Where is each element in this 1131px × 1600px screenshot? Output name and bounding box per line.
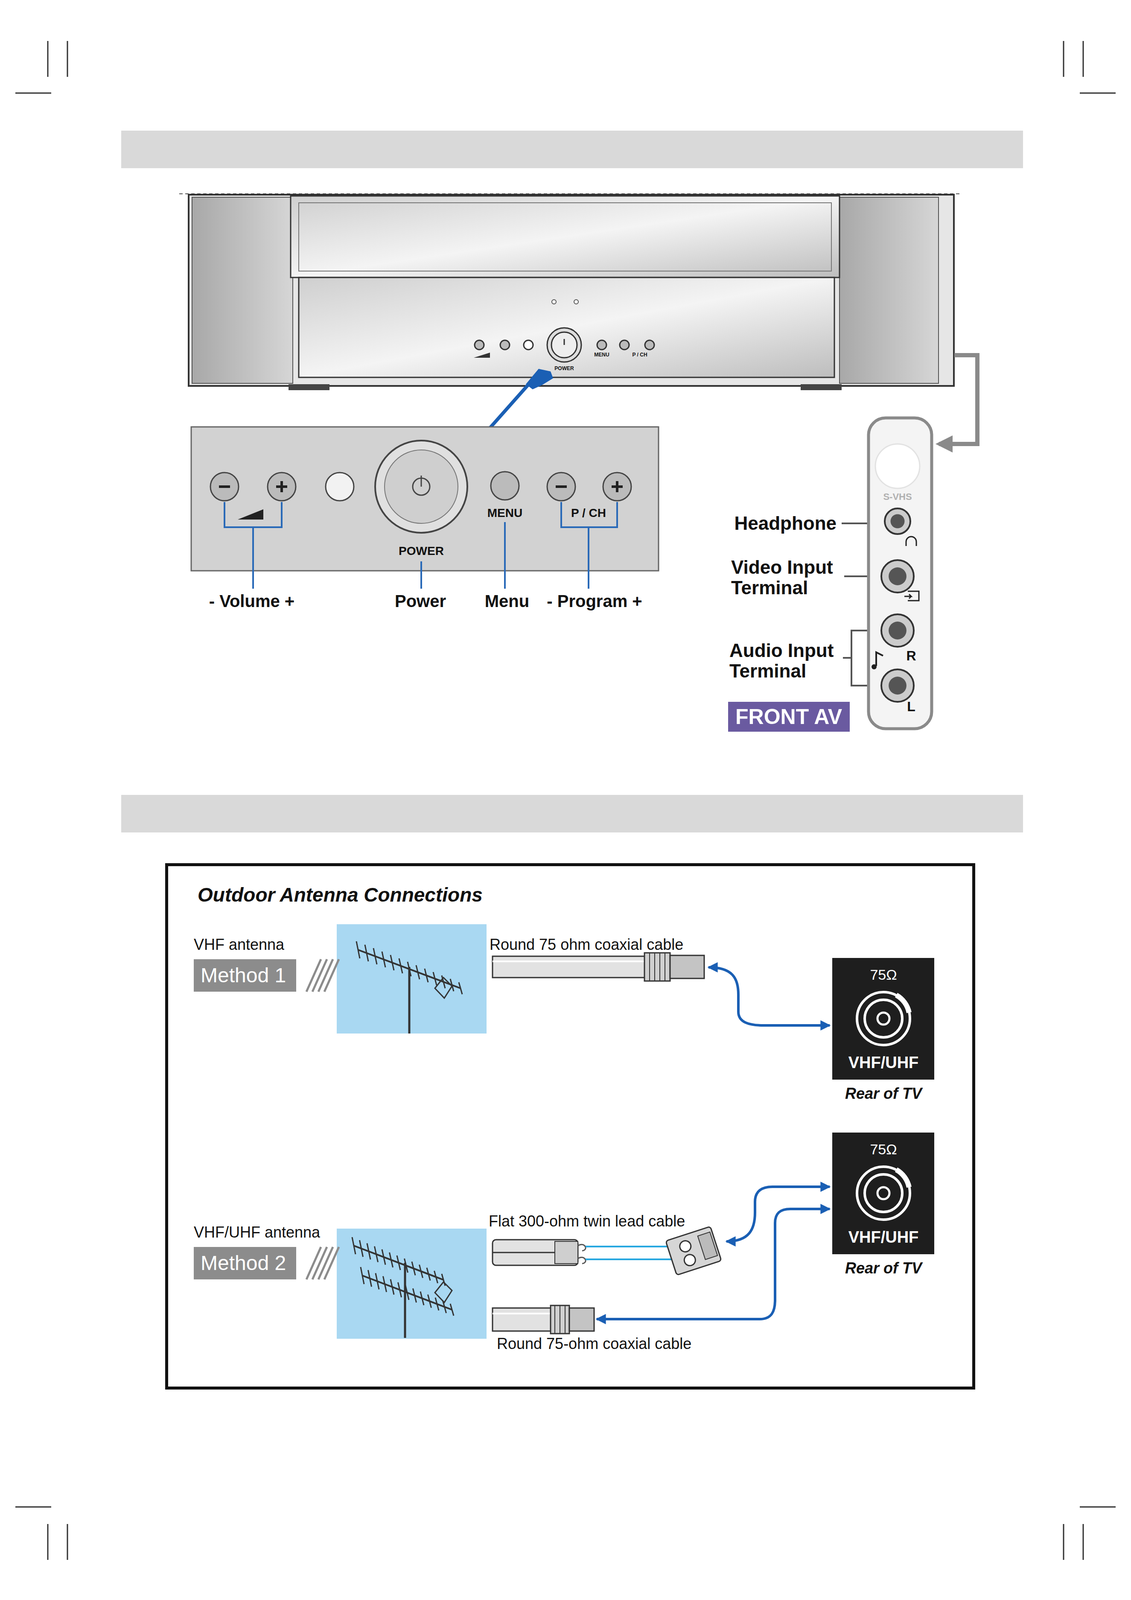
- cable-label: Round 75-ohm coaxial cable: [496, 1335, 692, 1353]
- node-text: Rear of TV: [845, 1259, 922, 1277]
- av-drawing: [866, 416, 934, 731]
- node-text: VHF antenna: [193, 935, 285, 954]
- button-label: POWER: [554, 365, 574, 372]
- control-panel: S-VHS R L: [866, 416, 934, 731]
- part-label: Headphone: [734, 513, 837, 534]
- badge-text: Method 1: [193, 959, 293, 992]
- tv-front: [179, 193, 961, 391]
- header-bar: [121, 130, 1024, 169]
- node-text: 75Ω: [869, 1141, 897, 1158]
- node-text: R: [906, 648, 916, 664]
- method-badge: VHF/UHF antennaMethod 2: [193, 1246, 297, 1280]
- node-text: 75Ω: [869, 966, 897, 983]
- antenna-picture: [336, 1228, 487, 1339]
- part-label: - Program +: [546, 591, 642, 611]
- connection-arrow: [596, 967, 830, 1319]
- button-label: MENU: [594, 352, 610, 358]
- part-label: Audio Input Terminal: [729, 640, 854, 682]
- node-text: FRONT AV: [735, 705, 843, 729]
- node-text: Outdoor Antenna Connections: [197, 883, 483, 906]
- node-text: P / CH: [571, 506, 607, 520]
- node-text: L: [906, 699, 916, 715]
- antenna-picture: [336, 924, 487, 1034]
- method-badge: VHF antennaMethod 1: [193, 959, 297, 992]
- twin-lead-cable: [492, 1226, 722, 1275]
- node-text: MENU: [487, 506, 523, 520]
- part-label: Power: [394, 591, 446, 611]
- node-text: S-VHS: [883, 491, 912, 502]
- coaxial-cable: [492, 952, 705, 981]
- pointer-arrow: [938, 355, 978, 444]
- part-label: - Volume +: [209, 591, 295, 611]
- cable-label: Flat 300-ohm twin lead cable: [488, 1212, 686, 1230]
- antenna-terminal: 75ΩVHF/UHFRear of TV: [832, 957, 935, 1080]
- antenna: [352, 941, 463, 1338]
- node-text: POWER: [398, 544, 444, 558]
- node-text: VHF/UHF antenna: [193, 1223, 321, 1241]
- coaxial-cable: [492, 1305, 595, 1334]
- badge-text: Method 2: [193, 1246, 293, 1280]
- control-panel: MENU P / CH POWER: [190, 426, 659, 572]
- part-label: Menu: [484, 591, 530, 611]
- button-label: P / CH: [632, 352, 648, 358]
- node-text: VHF/UHF: [848, 1228, 919, 1247]
- part-label: Video Input Terminal: [731, 556, 855, 599]
- antenna-terminal: 75ΩVHF/UHFRear of TV: [832, 1132, 935, 1254]
- panel-title: FRONT AV: [728, 701, 850, 732]
- node-text: VHF/UHF: [848, 1053, 919, 1072]
- header-bar: [121, 794, 1024, 833]
- crop-marks: [15, 40, 1116, 1560]
- cable-label: Round 75 ohm coaxial cable: [489, 935, 684, 954]
- node-text: Rear of TV: [845, 1084, 922, 1102]
